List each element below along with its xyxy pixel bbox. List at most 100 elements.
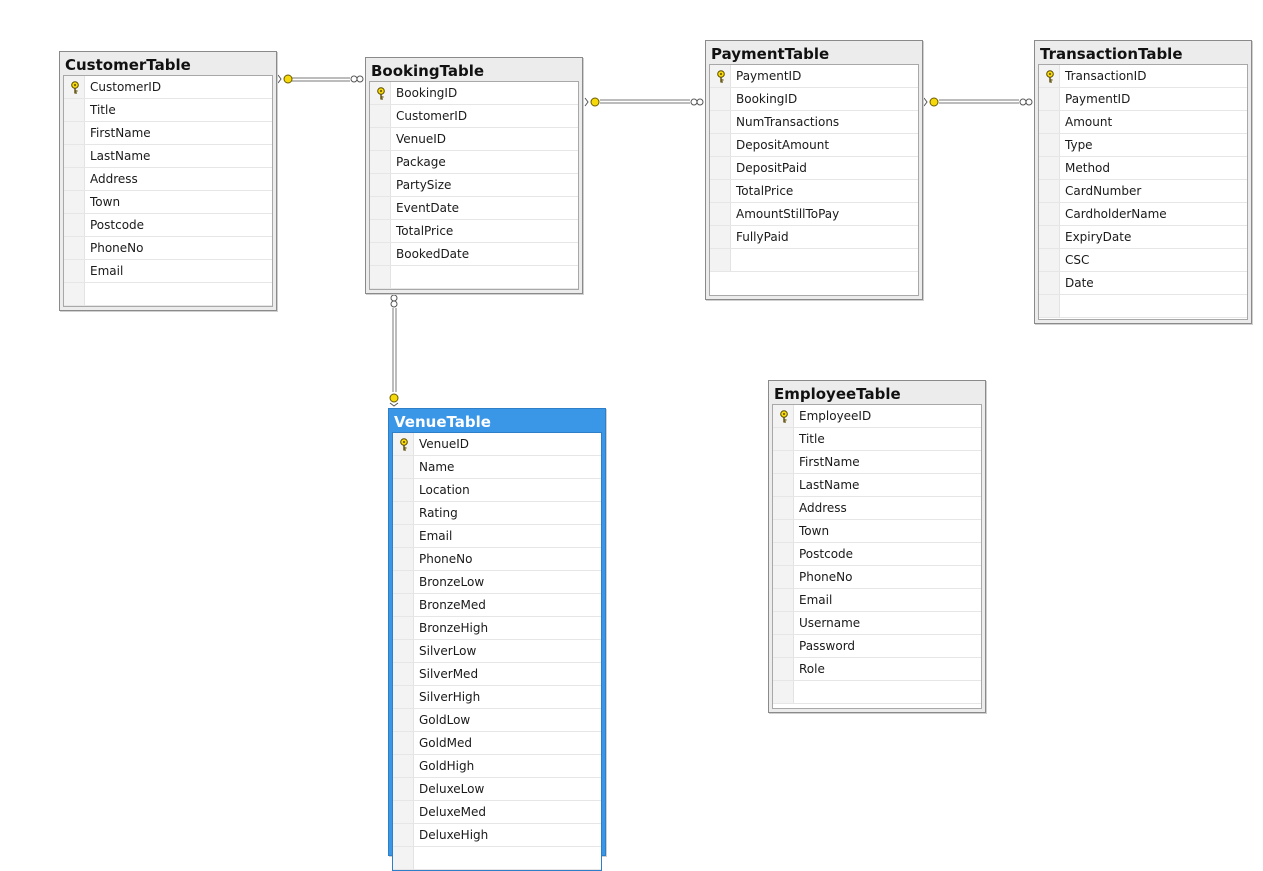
column-row[interactable]: FullyPaid	[710, 226, 918, 249]
row-selector[interactable]	[773, 451, 794, 473]
row-selector[interactable]	[393, 686, 414, 708]
column-row[interactable]: Email	[64, 260, 272, 283]
column-row[interactable]: VenueID	[393, 433, 601, 456]
row-selector[interactable]	[1039, 203, 1060, 225]
row-selector[interactable]	[710, 226, 731, 248]
row-selector[interactable]	[64, 191, 85, 213]
row-selector[interactable]	[710, 88, 731, 110]
column-row[interactable]: SilverHigh	[393, 686, 601, 709]
column-row[interactable]: Town	[64, 191, 272, 214]
row-selector[interactable]	[393, 617, 414, 639]
row-selector[interactable]	[370, 197, 391, 219]
new-column-row[interactable]	[710, 249, 918, 272]
row-selector[interactable]	[710, 180, 731, 202]
row-selector[interactable]	[393, 640, 414, 662]
column-row[interactable]: Rating	[393, 502, 601, 525]
column-row[interactable]: Address	[64, 168, 272, 191]
column-row[interactable]: PhoneNo	[773, 566, 981, 589]
row-selector[interactable]	[710, 134, 731, 156]
row-selector[interactable]	[393, 663, 414, 685]
row-selector[interactable]	[773, 658, 794, 680]
relationship-payment-transaction[interactable]	[923, 97, 1033, 107]
column-row[interactable]: PhoneNo	[393, 548, 601, 571]
relationship-customer-booking[interactable]	[277, 74, 364, 84]
table-title[interactable]: EmployeeTable	[774, 385, 901, 403]
column-row[interactable]: Town	[773, 520, 981, 543]
relationship-venue-booking[interactable]	[389, 294, 399, 407]
new-column-row[interactable]	[393, 847, 601, 870]
row-selector[interactable]	[64, 99, 85, 121]
column-row[interactable]: PhoneNo	[64, 237, 272, 260]
row-selector[interactable]	[1039, 180, 1060, 202]
column-row[interactable]: BronzeMed	[393, 594, 601, 617]
row-selector[interactable]	[773, 497, 794, 519]
column-row[interactable]: PaymentID	[710, 65, 918, 88]
row-selector[interactable]	[393, 778, 414, 800]
column-row[interactable]: Type	[1039, 134, 1247, 157]
row-selector[interactable]	[1039, 295, 1060, 317]
column-row[interactable]: Amount	[1039, 111, 1247, 134]
table-title[interactable]: CustomerTable	[65, 56, 191, 74]
column-row[interactable]: Name	[393, 456, 601, 479]
column-row[interactable]: TransactionID	[1039, 65, 1247, 88]
column-row[interactable]: FirstName	[773, 451, 981, 474]
row-selector[interactable]	[1039, 249, 1060, 271]
row-selector[interactable]	[773, 520, 794, 542]
column-row[interactable]: NumTransactions	[710, 111, 918, 134]
column-row[interactable]: Username	[773, 612, 981, 635]
row-selector[interactable]	[393, 548, 414, 570]
column-row[interactable]: Date	[1039, 272, 1247, 295]
row-selector[interactable]	[64, 145, 85, 167]
column-row[interactable]: Method	[1039, 157, 1247, 180]
new-column-row[interactable]	[64, 283, 272, 306]
column-row[interactable]: LastName	[64, 145, 272, 168]
row-selector[interactable]	[393, 824, 414, 846]
column-row[interactable]: Package	[370, 151, 578, 174]
row-selector[interactable]	[370, 220, 391, 242]
column-row[interactable]: DeluxeMed	[393, 801, 601, 824]
row-selector[interactable]	[64, 168, 85, 190]
column-row[interactable]: CardNumber	[1039, 180, 1247, 203]
row-selector[interactable]	[370, 151, 391, 173]
row-selector[interactable]	[773, 428, 794, 450]
row-selector[interactable]	[393, 502, 414, 524]
column-row[interactable]: EmployeeID	[773, 405, 981, 428]
column-row[interactable]: BookingID	[710, 88, 918, 111]
column-row[interactable]: Title	[773, 428, 981, 451]
column-row[interactable]: CustomerID	[64, 76, 272, 99]
column-row[interactable]: Password	[773, 635, 981, 658]
row-selector[interactable]	[1039, 88, 1060, 110]
row-selector[interactable]	[393, 479, 414, 501]
row-selector[interactable]	[370, 128, 391, 150]
column-row[interactable]: DeluxeHigh	[393, 824, 601, 847]
row-selector[interactable]	[370, 266, 391, 288]
row-selector[interactable]	[393, 732, 414, 754]
table-title[interactable]: PaymentTable	[711, 45, 830, 63]
row-selector[interactable]	[1039, 272, 1060, 294]
column-row[interactable]: DepositAmount	[710, 134, 918, 157]
table-title[interactable]: VenueTable	[394, 413, 491, 431]
row-selector[interactable]	[1039, 226, 1060, 248]
row-selector[interactable]	[710, 249, 731, 271]
column-row[interactable]: PaymentID	[1039, 88, 1247, 111]
column-row[interactable]: FirstName	[64, 122, 272, 145]
column-row[interactable]: TotalPrice	[370, 220, 578, 243]
column-row[interactable]: CardholderName	[1039, 203, 1247, 226]
column-row[interactable]: CustomerID	[370, 105, 578, 128]
row-selector[interactable]	[370, 105, 391, 127]
row-selector[interactable]	[393, 456, 414, 478]
column-row[interactable]: ExpiryDate	[1039, 226, 1247, 249]
column-row[interactable]: AmountStillToPay	[710, 203, 918, 226]
row-selector[interactable]	[773, 566, 794, 588]
table-title[interactable]: BookingTable	[371, 62, 485, 80]
relationship-booking-payment[interactable]	[584, 97, 704, 107]
column-row[interactable]: DepositPaid	[710, 157, 918, 180]
row-selector[interactable]	[393, 709, 414, 731]
row-selector[interactable]	[1039, 134, 1060, 156]
column-row[interactable]: SilverMed	[393, 663, 601, 686]
column-row[interactable]: SilverLow	[393, 640, 601, 663]
row-selector[interactable]	[64, 260, 85, 282]
